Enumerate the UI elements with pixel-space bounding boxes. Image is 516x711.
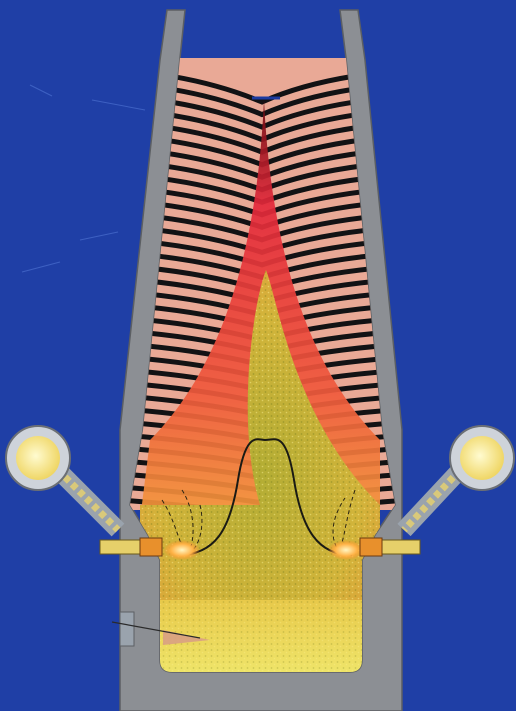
right-raceway [328, 540, 364, 560]
background-marks [22, 85, 145, 272]
left-raceway [164, 540, 200, 560]
